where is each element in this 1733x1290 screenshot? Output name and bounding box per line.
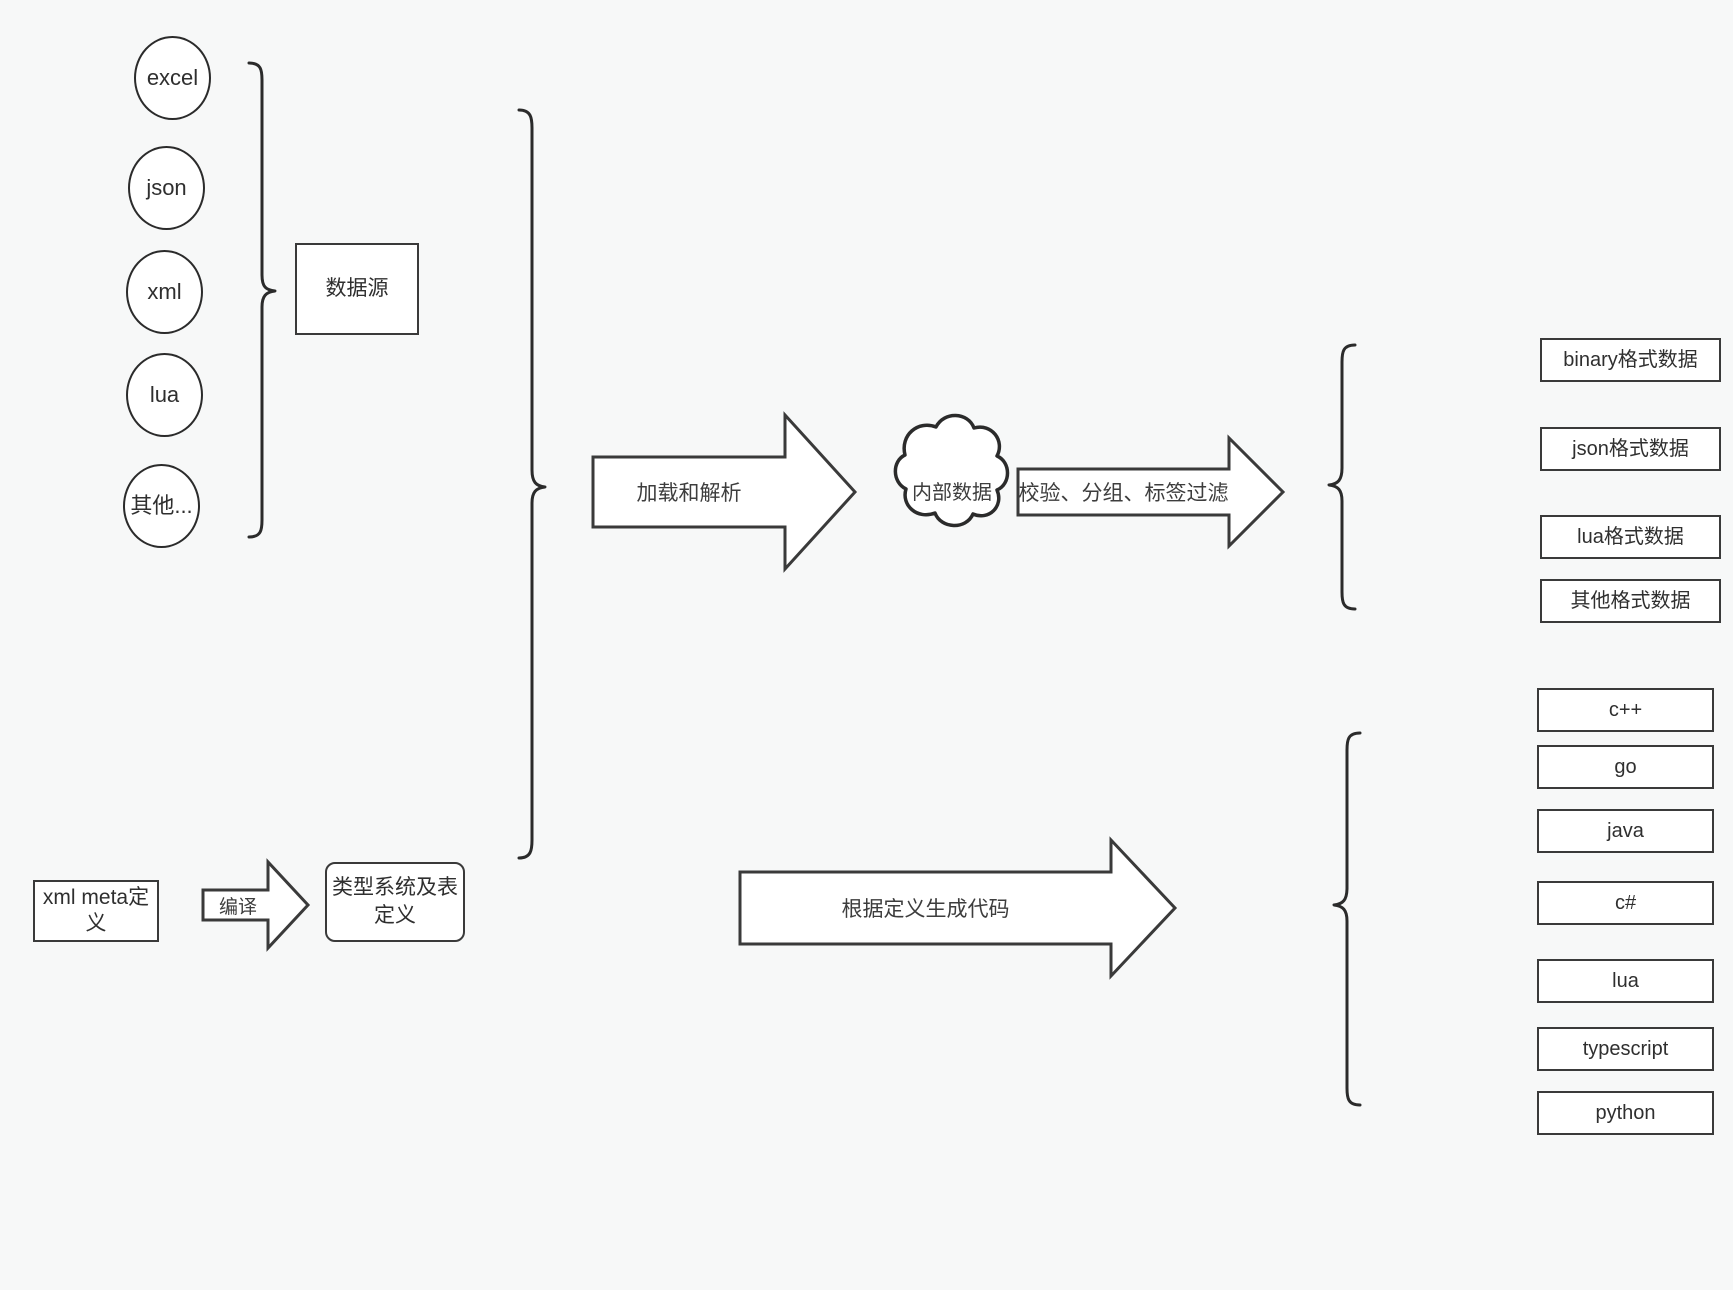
output-format-binary-label: binary格式数据 xyxy=(1563,348,1698,371)
brace-output-languages xyxy=(1332,731,1362,1107)
data-source-xml[interactable]: xml xyxy=(126,250,203,334)
output-language-typescript[interactable]: typescript xyxy=(1537,1027,1714,1071)
load-parse-arrow-shape xyxy=(591,411,858,573)
data-source-lua[interactable]: lua xyxy=(126,353,203,437)
output-format-json-label: json格式数据 xyxy=(1572,437,1689,460)
data-source-lua-label: lua xyxy=(149,382,180,408)
data-source-other-label: 其他... xyxy=(130,493,193,519)
output-language-python-label: python xyxy=(1595,1101,1656,1124)
output-format-binary[interactable]: binary格式数据 xyxy=(1540,338,1721,382)
output-format-json[interactable]: json格式数据 xyxy=(1540,427,1721,471)
brace-data-sources xyxy=(247,61,277,539)
output-language-lua-label: lua xyxy=(1612,969,1639,992)
compile-arrow-shape xyxy=(201,858,311,952)
output-language-java-label: java xyxy=(1607,819,1644,842)
type-system-box[interactable]: 类型系统及表 定义 xyxy=(325,862,465,942)
output-language-go[interactable]: go xyxy=(1537,745,1714,789)
brace-pipeline-inputs xyxy=(517,108,547,860)
data-source-excel[interactable]: excel xyxy=(134,36,211,120)
type-system-label: 类型系统及表 定义 xyxy=(332,875,458,927)
output-language-csharp[interactable]: c# xyxy=(1537,881,1714,925)
output-language-go-label: go xyxy=(1614,755,1637,778)
data-source-group-box[interactable]: 数据源 xyxy=(295,243,419,335)
data-source-xml-label: xml xyxy=(147,279,182,305)
xml-meta-definition-label: xml meta定 义 xyxy=(42,885,150,935)
internal-data-label: 内部数据 xyxy=(912,481,992,504)
brace-output-formats xyxy=(1327,343,1357,611)
codegen-arrow-shape xyxy=(738,836,1178,980)
output-language-typescript-label: typescript xyxy=(1582,1037,1669,1060)
internal-data-label-wrap: 内部数据 xyxy=(892,455,1012,525)
output-language-lua[interactable]: lua xyxy=(1537,959,1714,1003)
filter-arrow-shape xyxy=(1016,434,1286,550)
internal-data-cloud-shape xyxy=(893,413,1010,528)
data-source-excel-label: excel xyxy=(146,65,199,91)
output-format-lua-label: lua格式数据 xyxy=(1577,525,1684,548)
data-source-group-label: 数据源 xyxy=(325,276,389,300)
output-language-python[interactable]: python xyxy=(1537,1091,1714,1135)
xml-meta-definition-box[interactable]: xml meta定 义 xyxy=(33,880,159,942)
output-language-cpp-label: c++ xyxy=(1608,698,1643,721)
data-source-other[interactable]: 其他... xyxy=(123,464,200,548)
output-language-cpp[interactable]: c++ xyxy=(1537,688,1714,732)
output-format-other-label: 其他格式数据 xyxy=(1570,589,1691,612)
output-language-csharp-label: c# xyxy=(1614,891,1637,914)
output-language-java[interactable]: java xyxy=(1537,809,1714,853)
output-format-lua[interactable]: lua格式数据 xyxy=(1540,515,1721,559)
data-source-json-label: json xyxy=(146,175,187,201)
output-format-other[interactable]: 其他格式数据 xyxy=(1540,579,1721,623)
data-source-json[interactable]: json xyxy=(128,146,205,230)
